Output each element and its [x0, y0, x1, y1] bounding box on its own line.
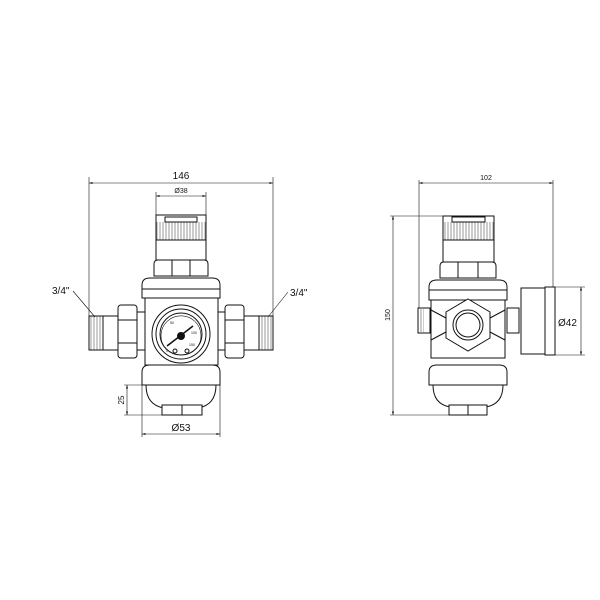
overall-depth-label: 102 [480, 175, 492, 182]
side-view: 102 150 [385, 175, 585, 416]
hex-nut [153, 259, 209, 277]
knob-diameter-label: Ø38 [174, 188, 187, 195]
bowl-height-label: 25 [117, 395, 126, 404]
thread-callout-outlet: 3/4" [267, 288, 308, 318]
dimension-overall-depth: 102 [418, 175, 554, 308]
dimension-gauge-diameter: Ø42 [555, 286, 585, 356]
gauge-tick-150: 150 [189, 343, 195, 347]
inlet-thread-label: 3/4" [52, 286, 70, 297]
gauge-tick-0: 0 [166, 349, 168, 353]
overall-height-label: 150 [385, 309, 392, 321]
adjusting-knob-side [442, 215, 495, 263]
dimension-overall-height: 150 [385, 215, 450, 416]
bowl-diameter-label: Ø53 [172, 423, 191, 434]
dimension-knob-diameter: Ø38 [155, 188, 207, 215]
valve-body-side [417, 279, 520, 416]
inlet-connection [88, 304, 147, 359]
dimension-bowl-height: 25 [117, 384, 162, 416]
dimension-overall-width: 146 [88, 171, 274, 318]
gauge-tick-50: 50 [170, 321, 174, 325]
pressure-gauge-side [520, 286, 556, 356]
gauge-diameter-label: Ø42 [558, 318, 577, 329]
dimension-bowl-diameter: Ø53 [141, 385, 221, 437]
thread-callout-inlet: 3/4" [52, 286, 96, 318]
gauge-tick-100: 100 [191, 331, 197, 335]
front-view: 146 Ø38 [52, 171, 308, 437]
hex-nut-side [439, 261, 497, 279]
outlet-connection [215, 304, 274, 359]
adjusting-knob [155, 214, 207, 261]
pressure-gauge: 0 50 100 150 [151, 304, 211, 364]
outlet-thread-label: 3/4" [290, 288, 308, 299]
overall-width-label: 146 [173, 171, 190, 182]
